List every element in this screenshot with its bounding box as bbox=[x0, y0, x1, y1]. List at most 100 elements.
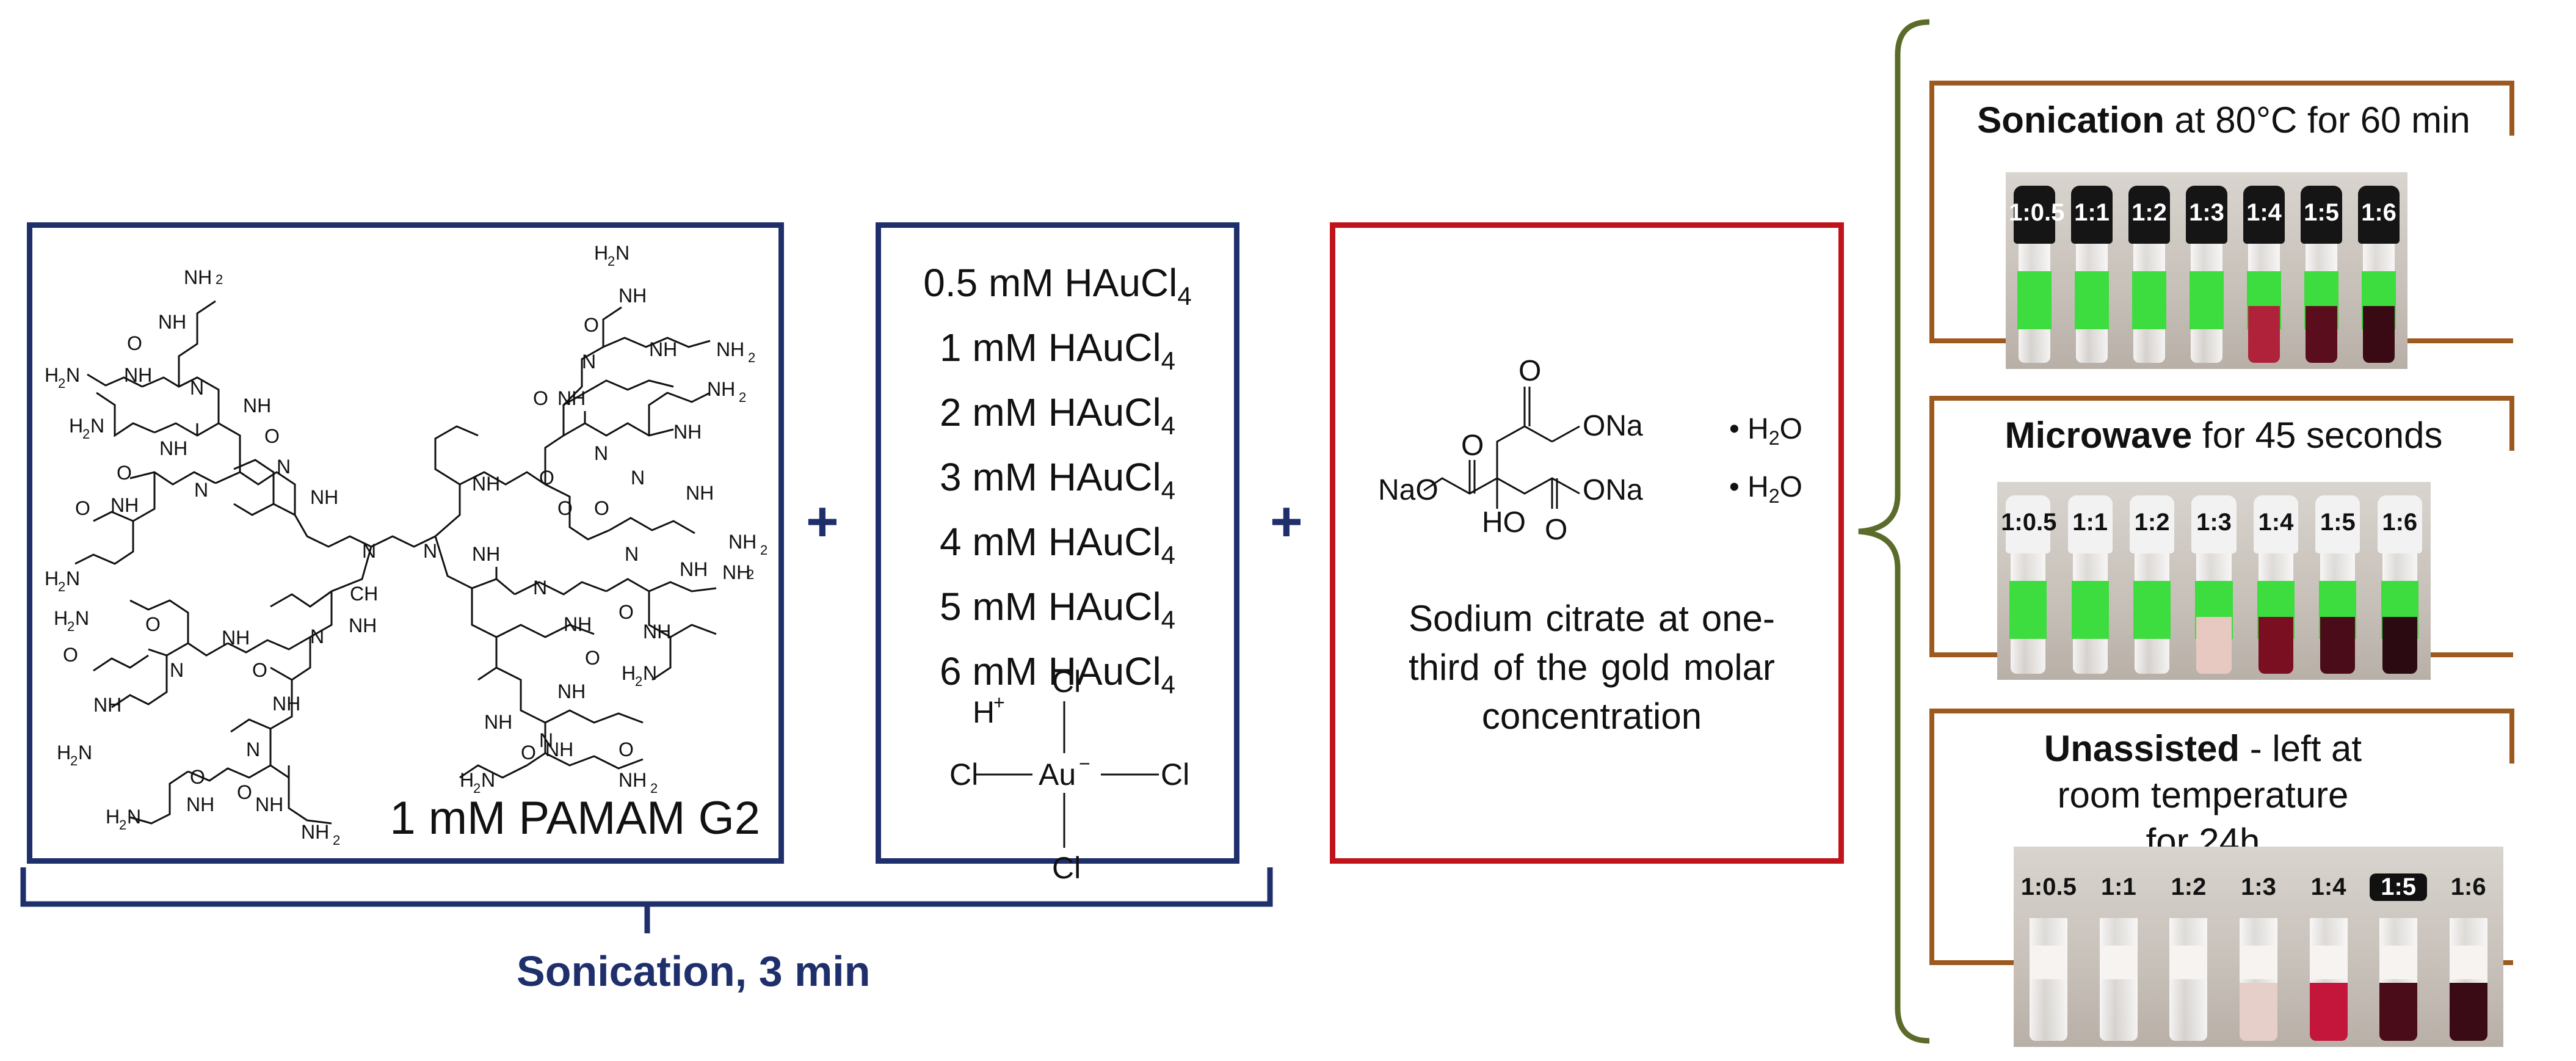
vial-sticker bbox=[2133, 581, 2171, 639]
sodium-citrate-panel: O O ONa ONa NaO HO O • H2O • H2O Sodium … bbox=[1330, 222, 1844, 864]
svg-text:N: N bbox=[643, 662, 657, 684]
svg-text:NH: NH bbox=[93, 694, 122, 716]
svg-text:NH: NH bbox=[159, 437, 187, 459]
svg-text:2: 2 bbox=[650, 781, 658, 796]
svg-text:N: N bbox=[277, 456, 291, 478]
svg-text:O: O bbox=[252, 659, 267, 681]
vial-glass bbox=[2169, 918, 2208, 1041]
svg-text:N: N bbox=[78, 742, 92, 764]
svg-text:O: O bbox=[533, 387, 548, 409]
vial-sticker bbox=[2190, 271, 2224, 329]
vial-ratio-label: 1:1 bbox=[2074, 199, 2110, 226]
svg-text:H: H bbox=[106, 806, 120, 828]
vial-ratio-label: 1:1 bbox=[2100, 873, 2136, 900]
svg-text:NH: NH bbox=[184, 266, 212, 288]
microwave-result-title: Microwave for 45 seconds bbox=[2005, 415, 2443, 456]
citrate-oxygen-bottom: O bbox=[1545, 514, 1567, 546]
svg-text:N: N bbox=[631, 467, 645, 489]
vial-sticker bbox=[2132, 271, 2166, 329]
vial-cap bbox=[2067, 495, 2113, 553]
vial-glass bbox=[2030, 918, 2068, 1041]
svg-text:O: O bbox=[539, 467, 554, 489]
dendrimer-label: 1 mM PAMAM G2 bbox=[390, 792, 760, 844]
svg-text:NH: NH bbox=[124, 364, 152, 386]
vial: 1:2 bbox=[2128, 186, 2170, 363]
gold-concentration-item: 1 mM HAuCl4 bbox=[939, 326, 1176, 375]
proton-label: H bbox=[973, 695, 995, 729]
vial-sticker bbox=[2075, 271, 2109, 329]
vial-liquid bbox=[2309, 983, 2348, 1041]
vial-ratio-label: 1:1 bbox=[2072, 509, 2108, 536]
svg-text:N: N bbox=[625, 543, 639, 565]
svg-text:N: N bbox=[246, 738, 260, 760]
svg-text:O: O bbox=[557, 497, 573, 519]
vial-sticker bbox=[2381, 946, 2417, 979]
vial-ratio-label: 1:0.5 bbox=[2020, 873, 2077, 900]
svg-text:H: H bbox=[57, 742, 71, 764]
unassisted-result-title: Unassisted - left at room temperature fo… bbox=[2044, 728, 2362, 862]
svg-text:NH: NH bbox=[255, 793, 283, 815]
citrate-caption: Sodium citrate at one-third of the gold … bbox=[1409, 598, 1775, 737]
svg-text:O: O bbox=[127, 332, 142, 354]
vial-cap bbox=[2128, 186, 2170, 244]
vial-cap bbox=[2191, 495, 2237, 553]
haucl4-structure: H + Cl Cl Au − Cl Cl bbox=[949, 665, 1189, 885]
gold-concentration-list: 0.5 mM HAuCl4 1 mM HAuCl4 2 mM HAuCl4 3 … bbox=[881, 257, 1234, 710]
svg-text:N: N bbox=[481, 769, 495, 791]
vial-cap bbox=[2186, 186, 2227, 244]
svg-text:H: H bbox=[69, 415, 83, 437]
svg-text:NH: NH bbox=[686, 482, 714, 504]
chloride-top: Cl bbox=[1052, 665, 1081, 699]
vial: 1:6 bbox=[2445, 860, 2492, 1041]
gold-concentration-item: 4 mM HAuCl4 bbox=[939, 520, 1176, 569]
water-1: • H2O bbox=[1729, 413, 1802, 449]
svg-text:NH: NH bbox=[349, 614, 377, 636]
chloride-right: Cl bbox=[1161, 757, 1189, 792]
svg-text:NH: NH bbox=[707, 378, 735, 400]
svg-text:N: N bbox=[194, 479, 208, 501]
vial: 1:1 bbox=[2095, 860, 2142, 1041]
svg-text:NH: NH bbox=[545, 738, 573, 760]
vial-ratio-label: 1:2 bbox=[2134, 509, 2170, 536]
vial: 1:6 bbox=[2358, 186, 2400, 363]
svg-text:NH: NH bbox=[484, 711, 512, 733]
vial-liquid bbox=[2363, 306, 2395, 363]
chloride-bottom: Cl bbox=[1052, 851, 1081, 885]
svg-text:2: 2 bbox=[747, 567, 754, 582]
svg-text:2: 2 bbox=[216, 272, 223, 287]
svg-text:NH: NH bbox=[243, 395, 271, 417]
svg-text:O: O bbox=[584, 314, 599, 336]
svg-text:H: H bbox=[54, 607, 68, 629]
svg-text:N: N bbox=[127, 806, 141, 828]
vial-sticker bbox=[2017, 271, 2052, 329]
vial-ratio-label: 1:5 bbox=[2304, 199, 2339, 226]
vial-sticker bbox=[2241, 946, 2276, 979]
vial-liquid bbox=[2382, 616, 2417, 674]
vial: 1:5 bbox=[2301, 186, 2342, 363]
vial: 1:2 bbox=[2164, 860, 2212, 1041]
svg-text:N: N bbox=[533, 577, 547, 599]
svg-text:O: O bbox=[619, 601, 634, 623]
vial-ratio-label: 1:5 bbox=[2370, 873, 2428, 901]
citrate-oxygen-top: O bbox=[1518, 355, 1541, 387]
svg-text:NH: NH bbox=[722, 561, 750, 583]
sonication-result-title: Sonication at 80°C for 60 min bbox=[1977, 100, 2470, 140]
vial-cap bbox=[2315, 495, 2360, 553]
chloride-left: Cl bbox=[949, 757, 978, 792]
svg-text:CH: CH bbox=[350, 583, 378, 605]
gold-charge: − bbox=[1079, 753, 1090, 775]
svg-text:NH: NH bbox=[619, 285, 647, 307]
svg-text:NH: NH bbox=[557, 387, 586, 409]
svg-text:NH: NH bbox=[680, 558, 708, 580]
vial-sticker bbox=[2031, 946, 2067, 979]
svg-text:O: O bbox=[521, 742, 536, 764]
vial: 1:0.5 bbox=[2001, 495, 2056, 674]
gold-concentration-item: 2 mM HAuCl4 bbox=[939, 390, 1176, 440]
vial: 1:3 bbox=[2191, 495, 2237, 674]
svg-text:NH: NH bbox=[111, 494, 139, 516]
sodium-citrate-structure: O O ONa ONa NaO HO O • H2O • H2O bbox=[1378, 355, 1802, 546]
vial-cap bbox=[2377, 495, 2422, 553]
svg-text:2: 2 bbox=[333, 833, 340, 848]
